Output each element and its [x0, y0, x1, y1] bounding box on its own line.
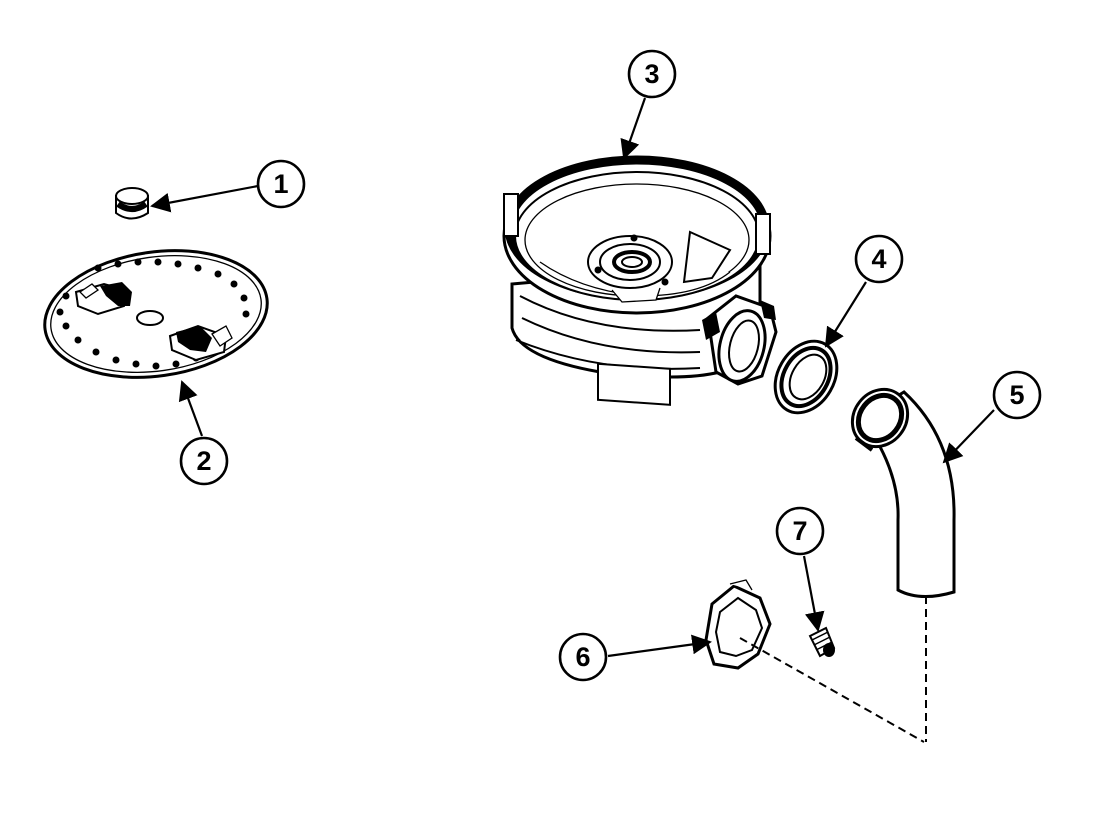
part-3-housing — [502, 155, 778, 406]
callout-3-label: 3 — [644, 59, 659, 89]
part-2-plate — [43, 249, 269, 379]
callout-6: 6 — [558, 632, 608, 682]
callout-1: 1 — [256, 159, 306, 209]
callout-7-label: 7 — [792, 516, 807, 546]
leader-2 — [178, 380, 204, 437]
callout-6-label: 6 — [575, 642, 590, 672]
part-6-bracket — [704, 579, 772, 670]
part-5-hose — [850, 387, 956, 598]
callout-1-label: 1 — [273, 169, 288, 199]
callout-5: 5 — [992, 370, 1042, 420]
callout-4-label: 4 — [871, 244, 886, 274]
callout-7: 7 — [775, 506, 825, 556]
leader-4 — [824, 281, 867, 348]
leader-3 — [620, 97, 647, 160]
callout-4: 4 — [854, 234, 904, 284]
callout-5-label: 5 — [1009, 380, 1024, 410]
leader-5 — [942, 409, 995, 464]
leader-1 — [150, 184, 259, 213]
part-4-ring — [773, 339, 839, 415]
assembly-line-6 — [739, 637, 925, 743]
callout-2: 2 — [179, 436, 229, 486]
part-7-screw — [808, 626, 836, 658]
callout-3: 3 — [627, 49, 677, 99]
leader-6 — [607, 634, 712, 658]
callout-2-label: 2 — [196, 446, 211, 476]
part-1-cap — [115, 187, 149, 220]
leader-7 — [802, 555, 825, 632]
